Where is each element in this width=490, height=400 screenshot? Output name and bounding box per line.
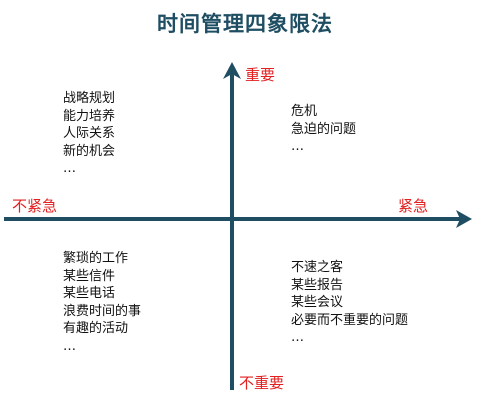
list-item: 某些会议 bbox=[291, 295, 344, 310]
list-item: … bbox=[63, 338, 76, 354]
list-item: 有趣的活动 bbox=[63, 321, 129, 336]
horizontal-axis-arrowhead bbox=[456, 210, 472, 228]
list-item: … bbox=[291, 139, 304, 154]
vertical-axis-arrowhead bbox=[223, 62, 241, 79]
quadrant-bottom-left: 繁琐的工作 某些信件 某些电话 浪费时间的事 有趣的活动 … bbox=[63, 250, 141, 355]
list-item: 能力培养 bbox=[63, 108, 116, 124]
quadrant-top-right: 危机 急迫的问题 … bbox=[291, 103, 356, 156]
list-item: … bbox=[63, 161, 76, 176]
list-item: 繁琐的工作 bbox=[63, 251, 129, 266]
quadrant-top-left: 战略规划 能力培养 人际关系 新的机会 … bbox=[63, 90, 115, 178]
list-item: 浪费时间的事 bbox=[63, 303, 142, 319]
list-item: 战略规划 bbox=[63, 91, 116, 106]
list-item: 必要而不重要的问题 bbox=[291, 312, 409, 328]
axis-label-urgent: 紧急 bbox=[398, 197, 429, 215]
list-item: 某些报告 bbox=[291, 277, 344, 293]
list-item: 急迫的问题 bbox=[291, 121, 357, 137]
list-item: 人际关系 bbox=[63, 126, 116, 141]
list-item: 不速之客 bbox=[291, 260, 344, 275]
axis-label-important: 重要 bbox=[245, 66, 276, 84]
list-item: 某些电话 bbox=[63, 286, 116, 301]
list-item: 危机 bbox=[291, 104, 318, 119]
quadrant-bottom-right: 不速之客 某些报告 某些会议 必要而不重要的问题 … bbox=[291, 259, 408, 347]
axis-label-not-important: 不重要 bbox=[239, 374, 285, 392]
list-item: 某些信件 bbox=[63, 268, 116, 284]
list-item: 新的机会 bbox=[63, 143, 116, 159]
list-item: … bbox=[291, 330, 304, 345]
diagram-title: 时间管理四象限法 bbox=[157, 12, 333, 36]
axis-label-not-urgent: 不紧急 bbox=[12, 197, 58, 215]
